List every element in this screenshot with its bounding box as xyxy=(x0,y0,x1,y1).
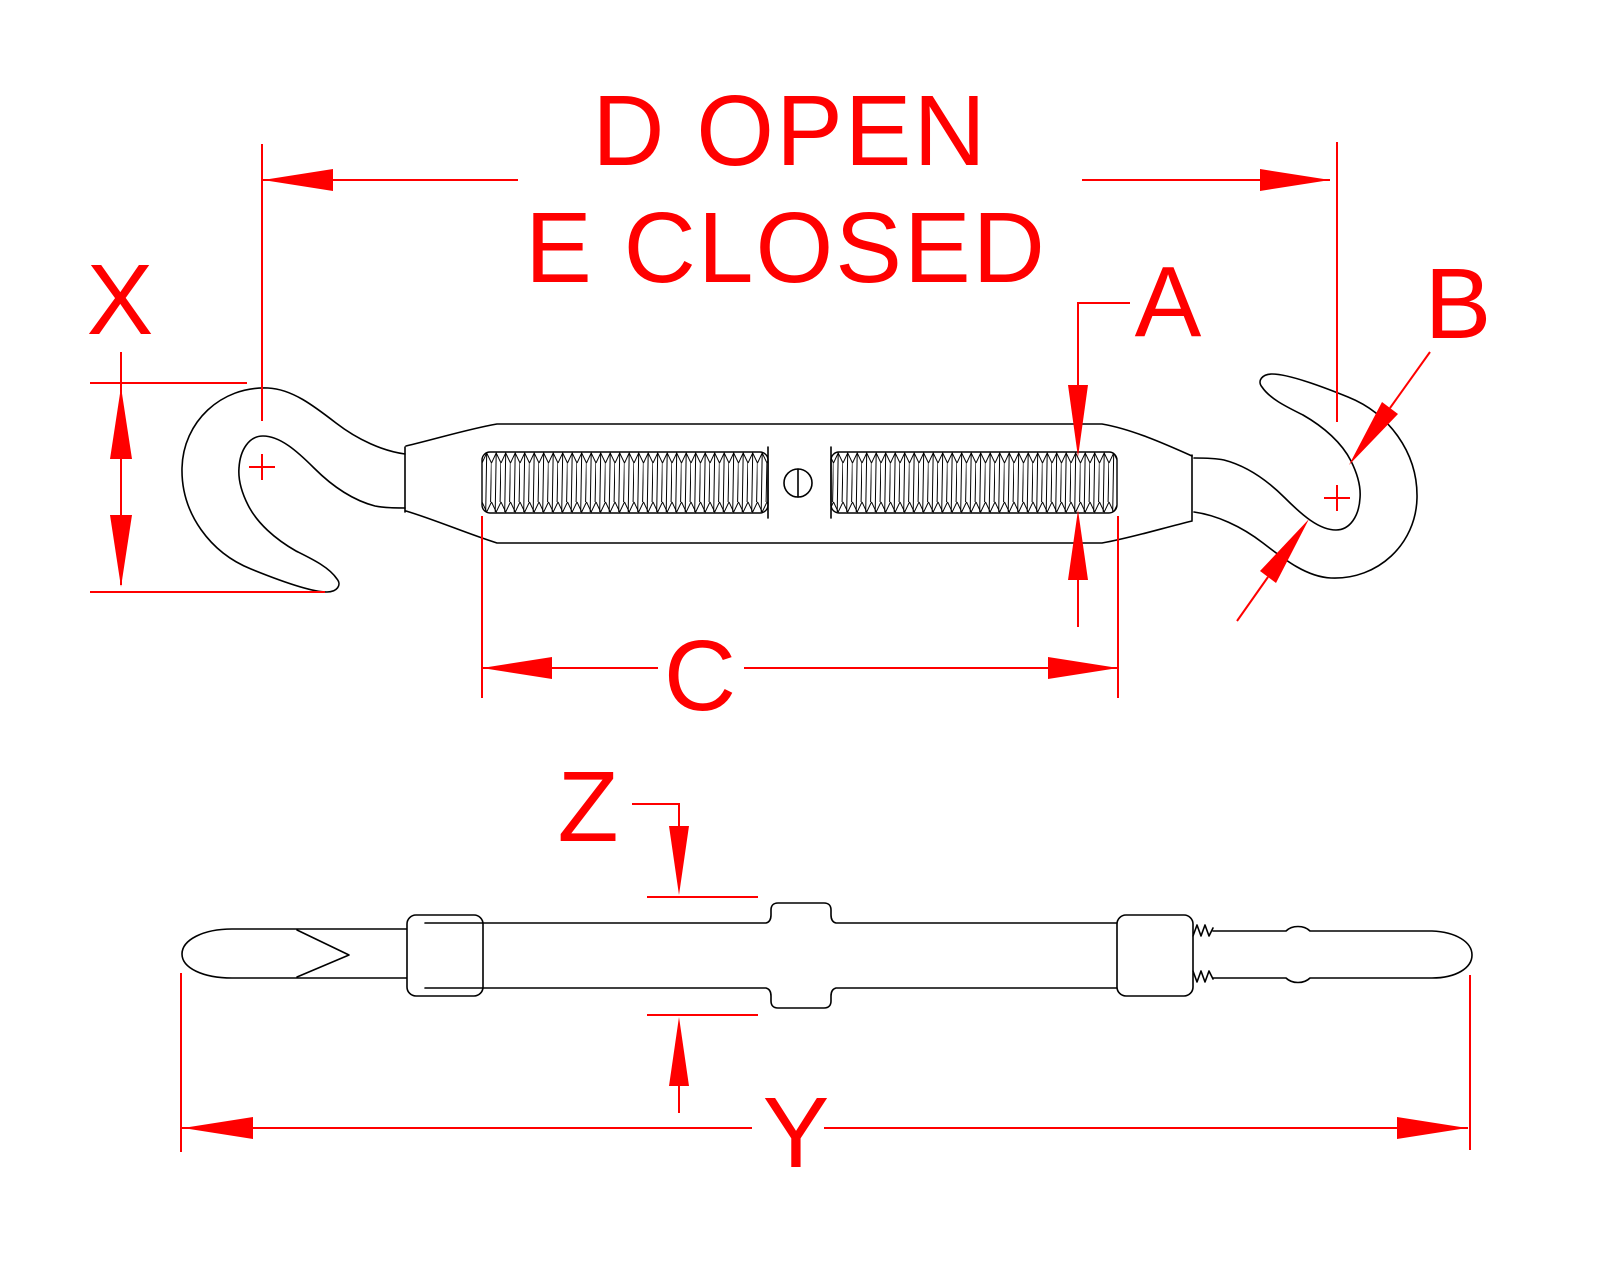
label-c: C xyxy=(664,620,738,732)
arrow-left-icon xyxy=(183,1117,253,1139)
label-z: Z xyxy=(557,751,620,863)
dim-c: C xyxy=(481,516,1119,732)
dim-a: A xyxy=(1068,246,1204,627)
arrow-down-icon xyxy=(669,826,689,895)
left-hook-edge-profile xyxy=(181,928,408,979)
arrow-left-icon xyxy=(482,657,552,679)
frame-bottom-outline xyxy=(405,510,1193,544)
left-threaded-stud xyxy=(481,451,769,514)
left-hook-outline xyxy=(181,387,406,593)
body-bottom-edge-with-boss xyxy=(424,987,1118,1009)
right-threaded-stud xyxy=(830,451,1118,514)
dim-b: B xyxy=(1236,248,1494,622)
arrow-down-icon xyxy=(1068,385,1088,457)
right-hook-center-cross-icon xyxy=(1324,485,1350,511)
hook-center-marks xyxy=(249,454,1350,511)
left-hook-center-cross-icon xyxy=(249,454,275,480)
arrow-down-icon xyxy=(110,515,132,587)
left-end-fitting xyxy=(406,914,484,997)
center-hole xyxy=(783,468,813,498)
left-hook-tip-profile xyxy=(296,929,350,978)
right-hook-edge-profile xyxy=(1212,925,1473,984)
arrow-right-icon xyxy=(1397,1117,1467,1139)
body-top-edge-with-boss xyxy=(424,902,1118,924)
arrow-up-icon xyxy=(110,387,132,459)
z-leader-line xyxy=(632,803,680,828)
arrow-right-icon xyxy=(1048,657,1118,679)
threaded-studs xyxy=(481,446,1118,519)
dim-y: Y xyxy=(180,973,1471,1189)
arrow-left-icon xyxy=(263,169,333,191)
label-b: B xyxy=(1425,248,1494,360)
b-leader-lower xyxy=(1236,576,1269,622)
label-x: X xyxy=(87,244,156,356)
dim-x: X xyxy=(87,244,325,593)
arrow-up-icon xyxy=(669,1017,689,1086)
exposed-thread-bottom xyxy=(1192,970,1214,983)
arrow-diagonal-icon xyxy=(1260,519,1309,583)
b-leader-upper xyxy=(1389,351,1431,409)
label-e-closed: E CLOSED xyxy=(525,192,1047,304)
arrow-right-icon xyxy=(1260,169,1330,191)
right-end-fitting xyxy=(1116,914,1194,997)
turnbuckle-frame xyxy=(404,423,1193,544)
label-d-open: D OPEN xyxy=(592,75,987,187)
arrow-up-icon xyxy=(1068,510,1088,580)
label-y: Y xyxy=(763,1077,832,1189)
label-a: A xyxy=(1135,246,1204,358)
dim-z: Z xyxy=(557,751,758,1113)
bottom-view-linework xyxy=(181,902,1473,1009)
frame-top-outline xyxy=(405,423,1193,457)
a-leader-line xyxy=(1077,302,1130,385)
dim-open-closed: D OPEN E CLOSED xyxy=(261,75,1338,422)
arrow-diagonal-icon xyxy=(1349,402,1398,465)
exposed-thread-top xyxy=(1192,924,1214,937)
side-view-linework xyxy=(181,373,1418,593)
